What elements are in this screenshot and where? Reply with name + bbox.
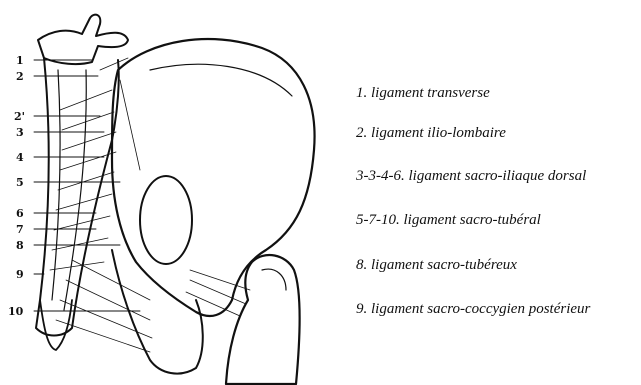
legend-item-2: 2. ligament ilio-lombaire (356, 126, 506, 141)
ilium (112, 39, 315, 316)
lumbar-vertebra (38, 15, 128, 64)
figure-label-1: 1 (16, 55, 24, 66)
figure-label-4: 4 (16, 152, 24, 163)
pelvis-ligament-illustration (0, 0, 330, 385)
figure-label-5: 5 (16, 177, 24, 188)
legend-item-5: 8. ligament sacro-tubéreux (356, 258, 517, 273)
legend-item-1: 1. ligament transverse (356, 86, 490, 101)
figure-label-9: 9 (16, 269, 24, 280)
femur (226, 255, 300, 384)
ischium (112, 250, 203, 374)
coccyx (40, 300, 72, 350)
figure-label-7: 7 (16, 224, 24, 235)
legend-item-3: 3-3-4-6. ligament sacro-iliaque dorsal (356, 169, 586, 184)
sacrum (36, 58, 119, 336)
figure-label-2: 2 (16, 71, 24, 82)
figure-label-8: 8 (16, 240, 24, 251)
legend-item-4: 5-7-10. ligament sacro-tubéral (356, 213, 541, 228)
greater-sciatic-foramen (140, 176, 192, 264)
legend-item-6: 9. ligament sacro-coccygien postérieur (356, 302, 590, 317)
figure-label-6: 6 (16, 208, 24, 219)
figure-label-3: 3 (16, 127, 24, 138)
figure-label-10: 10 (8, 306, 23, 317)
figure-label-2-prime: 2' (14, 111, 25, 122)
